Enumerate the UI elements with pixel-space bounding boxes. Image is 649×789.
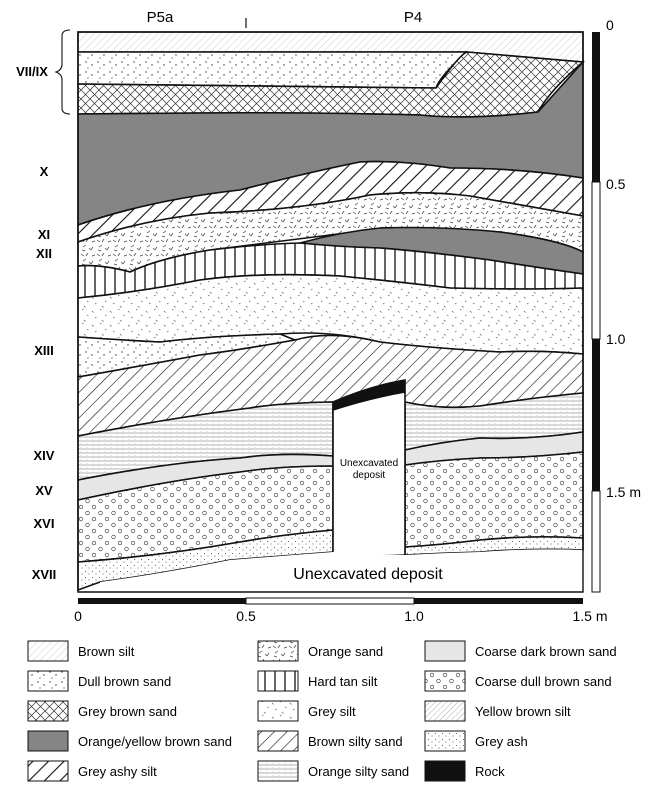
layer-label-x: X [40,164,49,179]
horizontal-scale-label-05: 0.5 [236,608,256,624]
legend-label-brown-silty-sand: Brown silty sand [308,734,403,749]
legend-label-yellow-brown-silt: Yellow brown silt [475,704,571,719]
depth-scale-seg-1 [592,32,600,182]
layer-fill-coarse-dull-brown-sand-right [404,451,584,548]
profile-label-left: P5a [147,9,174,26]
legend-swatch-grey-brown-sand [27,700,69,722]
section-drawing [77,18,585,593]
depth-scale-seg-4 [591,490,601,593]
unexcavated-bottom [100,549,583,592]
legend-label-hard-tan-silt: Hard tan silt [308,674,378,689]
legend-swatch-yellow-brown-silt [424,700,466,722]
legend-swatch-brown-silty-sand [257,730,299,752]
legend-swatch-coarse-dull-brown-sand [424,670,466,692]
legend-label-rock: Rock [475,764,505,779]
profile-label-right: P4 [404,9,422,26]
legend-swatch-orange-silty-sand [257,760,299,782]
unexcavated-block-label-line1: Unexcavated [340,458,398,469]
legend-swatch-grey-ashy-silt [27,760,69,782]
legend-swatch-coarse-dark-brown-sand [424,640,466,662]
layer-label-xii: XII [36,246,52,261]
unexcavated-bottom-label: Unexcavated deposit [293,566,443,583]
layer-label-xi: XI [38,227,50,242]
unexcavated-block [332,391,406,556]
layer-label-xvi: XVI [34,516,55,531]
depth-scale-label-05: 0.5 [606,176,626,192]
layer-label-xvii: XVII [32,567,57,582]
legend-swatch-grey-ash [424,730,466,752]
legend-label-coarse-dark-brown-sand: Coarse dark brown sand [475,644,617,659]
legend-label-grey-ash: Grey ash [475,734,528,749]
legend-label-grey-brown-sand: Grey brown sand [78,704,177,719]
layer-label-xiv: XIV [34,448,55,463]
legend-label-orange-yellow-brown-sand: Orange/yellow brown sand [78,734,232,749]
section-frame [77,31,584,593]
horizontal-scale-seg-3 [414,598,583,604]
legend-swatch-grey-silt [257,700,299,722]
legend-swatch-orange-sand [257,640,299,662]
unexcavated-block-label-line2: deposit [353,470,385,481]
legend-label-grey-silt: Grey silt [308,704,356,719]
layer-label-xv: XV [35,483,53,498]
legend-label-coarse-dull-brown-sand: Coarse dull brown sand [475,674,612,689]
legend-label-brown-silt: Brown silt [78,644,135,659]
legend-label-grey-ashy-silt: Grey ashy silt [78,764,157,779]
horizontal-scale: 0 0.5 1.0 1.5 m [74,597,608,624]
depth-scale: 0 0.5 1.0 1.5 m [591,17,641,593]
horizontal-scale-label-10: 1.0 [404,608,424,624]
depth-scale-seg-2 [591,181,601,340]
legend-label-orange-sand: Orange sand [308,644,383,659]
horizontal-scale-label-0: 0 [74,608,82,624]
depth-scale-seg-3 [592,339,600,491]
legend-swatch-rock [424,760,466,782]
legend-swatch-orange-yellow-brown-sand [27,730,69,752]
legend-swatch-dull-brown-sand [27,670,69,692]
horizontal-scale-seg-1 [78,598,246,604]
layer-label-vii-ix: VII/IX [16,64,48,79]
layer-brace-vii-ix [54,29,71,115]
legend-swatch-brown-silt [27,640,69,662]
depth-scale-label-0: 0 [606,17,614,33]
depth-scale-label-10: 1.0 [606,331,626,347]
layer-fill-dull-brown-sand-top [77,51,470,89]
legend-label-dull-brown-sand: Dull brown sand [78,674,171,689]
depth-scale-label-15: 1.5 m [606,484,641,500]
horizontal-scale-seg-2 [245,597,415,605]
legend-swatch-hard-tan-silt [257,670,299,692]
horizontal-scale-label-15: 1.5 m [572,608,607,624]
legend-label-orange-silty-sand: Orange silty sand [308,764,409,779]
layer-label-xiii: XIII [34,343,54,358]
